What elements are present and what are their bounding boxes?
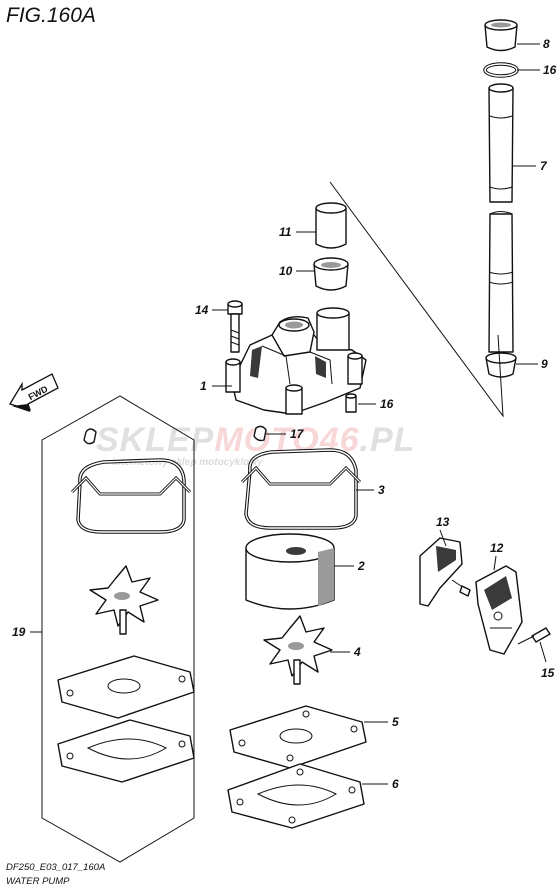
part-8-grommet: [484, 19, 518, 52]
part-18-o-ring: [483, 62, 519, 78]
callout-3: 3: [378, 483, 385, 497]
callout-1: 1: [200, 379, 207, 393]
callout-10: 10: [279, 264, 293, 278]
callout-4: 4: [353, 645, 361, 659]
caption-name: WATER PUMP: [6, 876, 70, 887]
callout-8: 8: [543, 37, 550, 51]
part-9-grommet: [485, 352, 517, 378]
part-12-plate: [475, 565, 523, 655]
watermark-brand-part2: MOTO46: [214, 421, 359, 459]
part-11-bush: [315, 202, 347, 249]
kit-19-outline: [41, 395, 195, 863]
part-10-seal: [313, 257, 349, 291]
callout-11: 11: [279, 225, 292, 239]
callout-12: 12: [490, 541, 504, 555]
callout-9: 9: [541, 357, 548, 371]
watermark-brand-part1: SKLEP: [96, 421, 214, 459]
callout-labels: 8 16 7 9 11 10 14 1 16 17 3 2 4 5 6 13 1…: [12, 37, 557, 791]
svg-text:SKLEPMOTO46.PL: SKLEPMOTO46.PL: [96, 421, 415, 459]
part-7-water-tube: [488, 83, 514, 353]
part-14-bolt: [227, 300, 243, 353]
figure-title: FIG.160A: [6, 4, 96, 27]
reference-line: [329, 181, 504, 418]
part-13-lever: [419, 537, 471, 607]
callout-14: 14: [195, 303, 209, 317]
callout-6: 6: [392, 777, 399, 791]
callout-15: 15: [541, 666, 555, 680]
part-16-pin: [345, 393, 357, 413]
part-1-pump-case: [225, 307, 367, 415]
callout-17: 17: [290, 427, 305, 441]
callout-5: 5: [392, 715, 399, 729]
watermark-tagline: internetowy sklep motocyklowy: [112, 457, 263, 468]
callout-13: 13: [436, 515, 450, 529]
watermark-brand-part3: .PL: [360, 421, 416, 459]
callout-16-pin: 16: [380, 397, 394, 411]
callout-19: 19: [12, 625, 26, 639]
callout-2: 2: [357, 559, 365, 573]
caption-code: DF250_E03_017_160A: [6, 862, 105, 873]
fwd-arrow-icon: FWD: [9, 373, 59, 412]
part-2-liner: [245, 533, 335, 610]
part-17-key: [253, 425, 267, 442]
part-6-gasket: [227, 763, 365, 829]
part-5-plate: [229, 705, 367, 769]
callout-7: 7: [540, 159, 548, 173]
part-15-screw: [517, 627, 551, 645]
callout-18: 16: [543, 63, 557, 77]
kit-19-parts: [57, 428, 195, 783]
part-3-gasket: [240, 448, 362, 530]
leader-lines: [30, 43, 547, 785]
part-4-impeller: [263, 615, 333, 685]
